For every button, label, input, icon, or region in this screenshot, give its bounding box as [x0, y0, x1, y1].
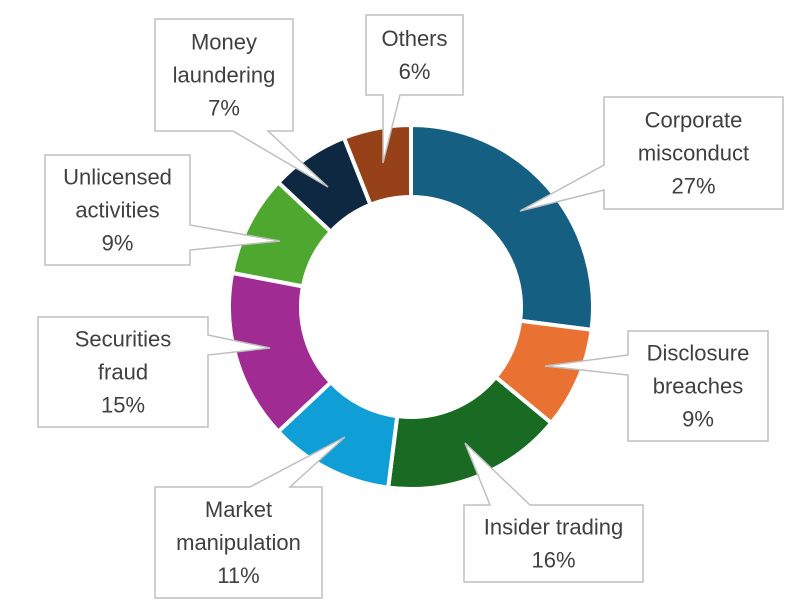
label-value: 7% — [208, 96, 240, 121]
callout-box — [44, 154, 281, 266]
data-label-market-manipulation: Market manipulation 11% — [154, 436, 346, 599]
label-text: Corporate — [645, 108, 743, 133]
callout-box — [544, 330, 769, 442]
label-text: Unlicensed — [63, 165, 172, 190]
label-text: activities — [75, 198, 159, 223]
donut-slice-corporate-misconduct — [409, 122, 595, 333]
data-label-unlicensed-activities: Unlicensed activities 9% — [44, 154, 281, 266]
callout-box — [37, 316, 271, 428]
label-text: Market — [205, 497, 272, 522]
data-label-insider-trading: Insider trading 16% — [463, 442, 644, 583]
label-text: Securities — [75, 327, 172, 352]
label-text: breaches — [653, 374, 744, 399]
label-value: 15% — [101, 393, 145, 418]
label-value: 9% — [102, 231, 134, 256]
callout-box — [519, 96, 784, 212]
callout-box — [154, 18, 329, 188]
data-label-disclosure-breaches: Disclosure breaches 9% — [544, 330, 769, 442]
donut-slice-others — [341, 122, 413, 208]
label-value: 16% — [531, 548, 575, 573]
data-label-corporate-misconduct: Corporate misconduct 27% — [519, 96, 784, 212]
data-label-securities-fraud: Securities fraud 15% — [37, 316, 271, 428]
label-text: Insider trading — [484, 515, 623, 540]
label-value: 9% — [682, 407, 714, 432]
data-label-others: Others 6% — [365, 14, 464, 164]
label-text: misconduct — [638, 141, 749, 166]
label-text: manipulation — [176, 530, 301, 555]
callout-box — [365, 14, 464, 164]
label-text: fraud — [98, 360, 148, 385]
data-label-money-laundering: Money laundering 7% — [154, 18, 329, 188]
callout-box — [463, 442, 644, 583]
label-value: 6% — [399, 59, 431, 84]
label-text: Disclosure — [647, 341, 750, 366]
label-value: 11% — [217, 563, 259, 588]
callout-box — [154, 436, 346, 599]
label-text: Money — [191, 30, 257, 55]
label-text: laundering — [173, 63, 276, 88]
label-value: 27% — [671, 174, 715, 199]
label-text: Others — [381, 26, 447, 51]
